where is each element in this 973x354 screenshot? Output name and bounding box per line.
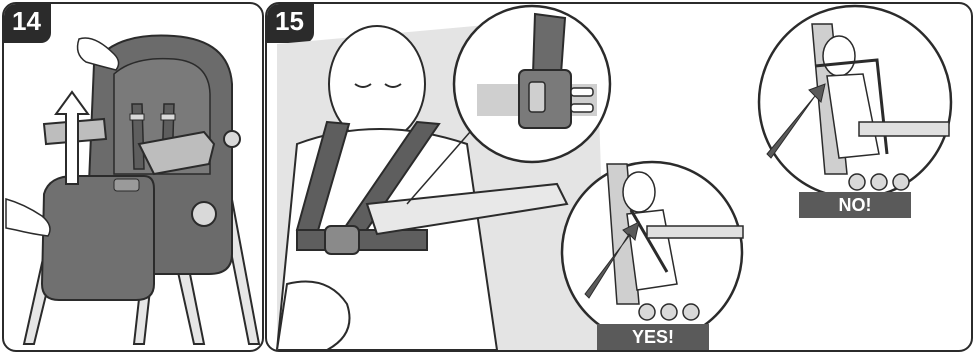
right-strap-slot — [161, 114, 175, 120]
yes-label: YES! — [597, 324, 709, 350]
no-tray — [859, 122, 949, 136]
left-strap-slot — [130, 114, 144, 120]
step-14-panel: 14 — [2, 2, 264, 352]
waist-strap — [297, 230, 427, 250]
yes-tray — [647, 226, 743, 238]
center-buckle — [325, 226, 359, 254]
yes-wheel-3 — [683, 304, 699, 320]
yes-wheel-2 — [661, 304, 677, 320]
hinge-knob — [192, 202, 216, 226]
no-wheel-1 — [849, 174, 865, 190]
inset-buckle-prong-1 — [571, 88, 593, 96]
inset-buckle-slot — [529, 82, 545, 112]
step-15-panel: 15 — [265, 2, 973, 352]
hand-top-icon — [78, 38, 119, 70]
seat-pad — [42, 176, 154, 300]
step-14-illustration — [4, 4, 262, 350]
harness-buckle — [114, 179, 139, 191]
no-wheel-2 — [871, 174, 887, 190]
no-label: NO! — [799, 192, 911, 218]
no-baby-head — [823, 36, 855, 76]
no-wheel-3 — [893, 174, 909, 190]
inset-shoulder-strap — [533, 14, 565, 74]
yes-baby-head — [623, 172, 655, 212]
yes-wheel-1 — [639, 304, 655, 320]
upper-hinge — [224, 131, 240, 147]
inset-buckle-prong-2 — [571, 104, 593, 112]
step-15-illustration — [267, 4, 971, 350]
